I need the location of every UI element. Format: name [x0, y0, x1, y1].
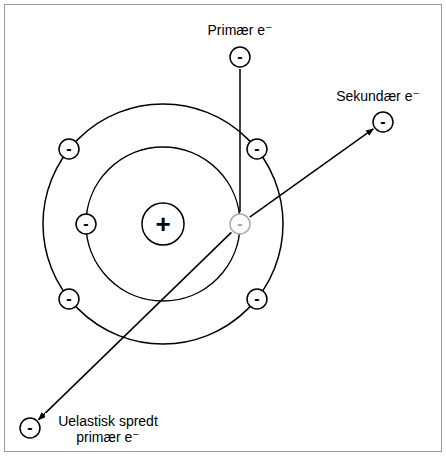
inner-shell: [86, 147, 240, 301]
outer-shell: [43, 104, 283, 344]
charge-sign: +: [155, 211, 170, 237]
electron-circle: -: [75, 213, 97, 235]
electron-label: Sekundær e⁻: [322, 88, 434, 104]
electron-circle: -: [58, 288, 80, 310]
charge-sign: -: [66, 141, 71, 157]
charge-sign: -: [254, 141, 259, 157]
nucleus-circle: +: [141, 202, 185, 246]
electron-path: [39, 232, 232, 419]
charge-sign: -: [254, 291, 259, 307]
charge-sign: -: [27, 420, 32, 436]
electron-label: Primær e⁻: [184, 22, 296, 38]
frame: [5, 5, 442, 452]
electron-circle: -: [229, 46, 251, 68]
electron-circle: -: [229, 213, 251, 235]
charge-sign: -: [237, 216, 242, 232]
electron-circle: -: [372, 111, 394, 133]
electron-path: [239, 69, 241, 212]
electron-circle: -: [19, 417, 41, 439]
electron-label: Uelastisk spredt primær e⁻: [45, 413, 171, 445]
electron-path: [250, 129, 373, 217]
charge-sign: -: [83, 216, 88, 232]
electron-circle: -: [58, 138, 80, 160]
electron-circle: -: [246, 138, 268, 160]
charge-sign: -: [237, 49, 242, 65]
charge-sign: -: [380, 114, 385, 130]
electron-circle: -: [246, 288, 268, 310]
charge-sign: -: [66, 291, 71, 307]
